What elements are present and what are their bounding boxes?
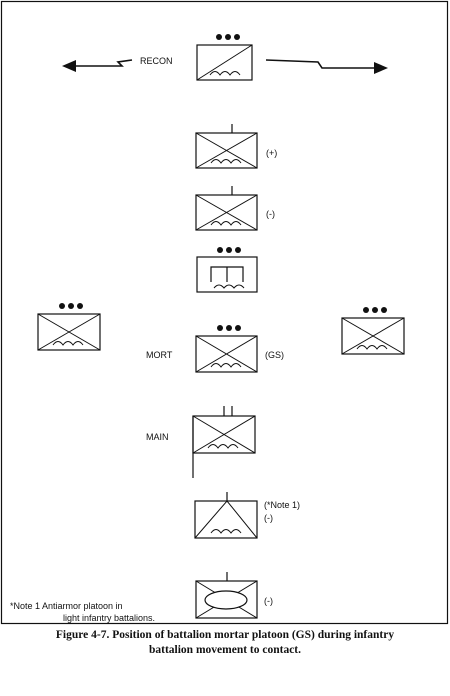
antiarmor-unit-symbol [194, 492, 258, 539]
left-flank-unit-symbol [37, 303, 101, 351]
recon-unit-symbol [196, 34, 253, 81]
figure-border [0, 0, 449, 625]
echelon-dot [372, 307, 378, 313]
main-body-symbol [192, 406, 256, 478]
company-plus-symbol [195, 124, 258, 169]
echelon-dot [226, 325, 232, 331]
echelon-dot [77, 303, 83, 309]
mort-label: MORT [146, 350, 173, 360]
footnote-line-2: light infantry battalions. [63, 613, 155, 623]
plus-label: (+) [266, 148, 277, 158]
note-ref-minus-label: (-) [264, 513, 273, 523]
caption-line-1: Figure 4-7. Position of battalion mortar… [55, 629, 395, 641]
echelon-dot [235, 247, 241, 253]
mortar-platoon-symbol [195, 325, 258, 373]
note-ref-label: (*Note 1) [264, 500, 300, 510]
echelon-dot [217, 325, 223, 331]
echelon-dot [234, 34, 240, 40]
figure-caption: Figure 4-7. Position of battalion mortar… [0, 628, 450, 658]
main-label: MAIN [146, 432, 169, 442]
command-post-symbol [196, 247, 258, 293]
echelon-dot [363, 307, 369, 313]
echelon-dot [68, 303, 74, 309]
gs-label: (GS) [265, 350, 284, 360]
company-minus-symbol [195, 186, 258, 231]
recon-left-arrow [62, 59, 133, 72]
echelon-dot [226, 247, 232, 253]
echelon-dot [235, 325, 241, 331]
right-flank-unit-symbol [341, 307, 405, 355]
echelon-dot [216, 34, 222, 40]
mechanized-unit-symbol [195, 572, 258, 619]
echelon-dot [217, 247, 223, 253]
echelon-dot [59, 303, 65, 309]
bottom-minus-label: (-) [264, 596, 273, 606]
recon-label: RECON [140, 56, 173, 66]
footnote-line-1: *Note 1 Antiarmor platoon in [10, 601, 123, 611]
echelon-dot [225, 34, 231, 40]
recon-right-arrow [265, 59, 388, 74]
minus-label: (-) [266, 209, 275, 219]
echelon-dot [381, 307, 387, 313]
caption-line-2: battalion movement to contact. [148, 644, 302, 656]
